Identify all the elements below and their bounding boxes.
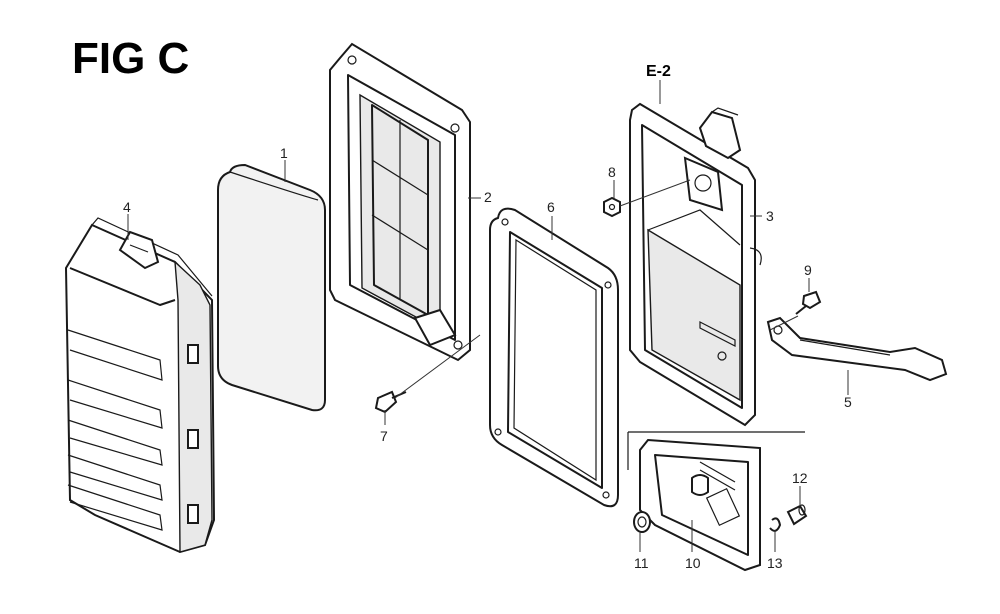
part-13-clip	[769, 517, 781, 532]
part-4-cover	[64, 217, 216, 554]
callout-9: 9	[804, 262, 812, 278]
callout-7: 7	[380, 428, 388, 444]
callout-8: 8	[608, 164, 616, 180]
part-3-base	[629, 102, 762, 427]
callout-6: 6	[547, 199, 555, 215]
part-11-cap	[633, 511, 651, 533]
part-5-stay	[766, 316, 948, 382]
part-7-bolt	[374, 390, 407, 414]
part-6-gasket	[489, 207, 619, 508]
callout-13: 13	[767, 555, 783, 571]
part-12-plug	[786, 504, 808, 526]
part-8-nut	[603, 196, 621, 218]
leader-lines	[127, 80, 849, 552]
callout-11: 11	[634, 555, 649, 571]
callout-5: 5	[844, 394, 852, 410]
callout-1: 1	[280, 145, 288, 161]
callout-10: 10	[685, 555, 701, 571]
figure-title: FIG C	[72, 34, 189, 83]
detail-inset	[627, 431, 808, 572]
part-1-foam-element	[217, 163, 326, 412]
callout-2: 2	[484, 189, 492, 205]
reference-label: E-2	[646, 63, 671, 80]
callout-3: 3	[766, 208, 774, 224]
part-2-element-case	[329, 42, 471, 362]
callout-4: 4	[123, 199, 131, 215]
part-9-bolt	[795, 290, 822, 315]
callout-12: 12	[792, 470, 808, 486]
